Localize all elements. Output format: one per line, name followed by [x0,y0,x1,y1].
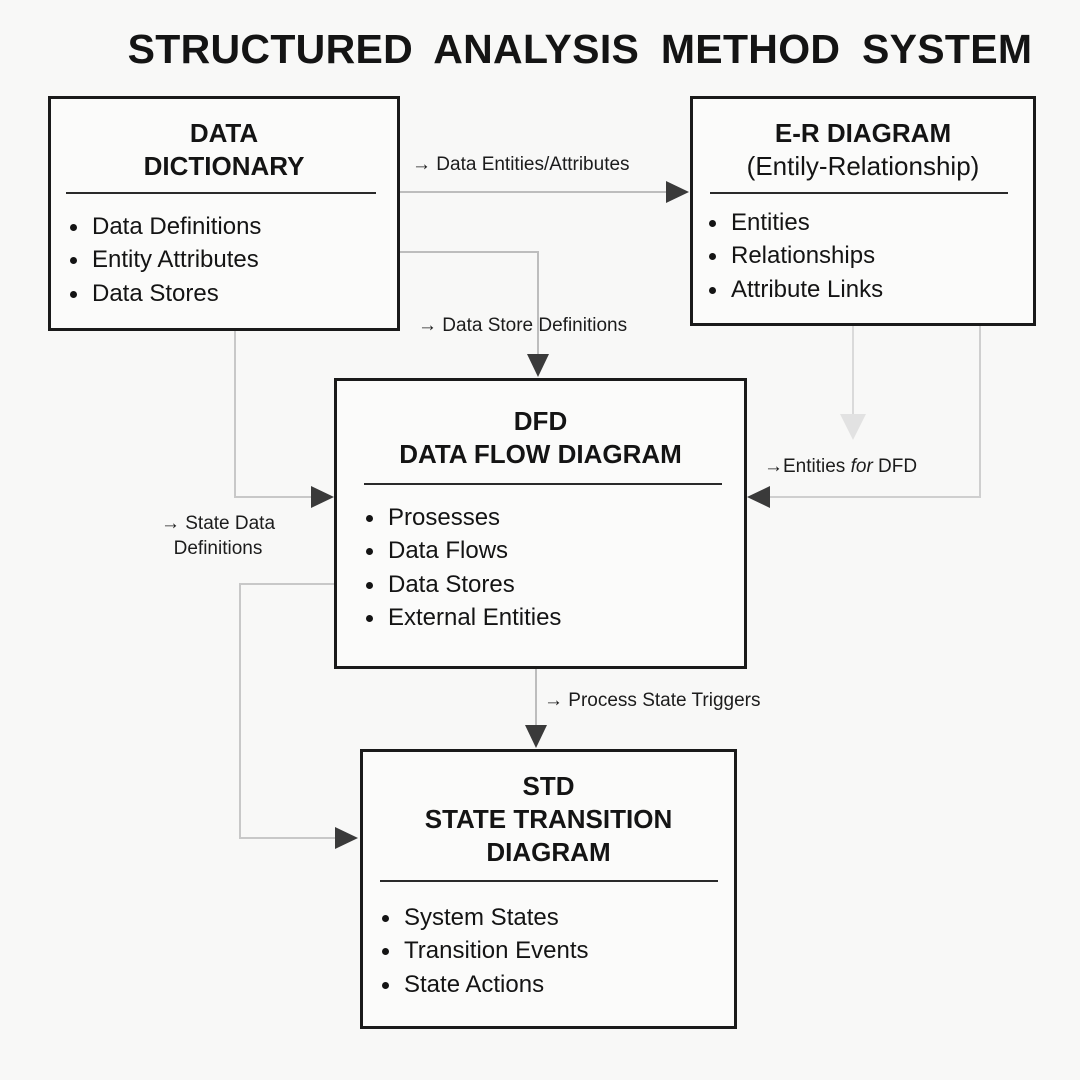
data-dictionary-list: Data Definitions Entity Attributes Data … [66,210,261,310]
edge-label-er-to-dfd: →Entities for DFD [764,454,917,479]
edge-label-dd-to-dfd: → Data Store Definitions [418,315,628,336]
data-dictionary-title: DATA DICTIONARY [51,117,397,183]
data-dictionary-divider [66,192,376,194]
list-item: Entity Attributes [66,243,261,276]
list-item: Transition Events [378,934,589,967]
edge-dd-to-er-arrowhead [666,181,689,203]
edge-label-er-to-dfd-suffix: DFD [872,456,918,477]
std-title: STD STATE TRANSITION DIAGRAM [363,770,734,869]
std-title-line1: STD [522,771,575,801]
dfd-box: DFD DATA FLOW DIAGRAM Prosesses Data Flo… [334,378,747,669]
list-item: Entities [705,206,883,239]
list-item: Prosesses [362,501,561,534]
edge-dd-to-dfd-arrowhead [527,354,549,377]
dfd-list: Prosesses Data Flows Data Stores Externa… [362,501,561,634]
dfd-title-line2: DATA FLOW DIAGRAM [399,439,682,469]
edge-label-state-data-line2: Definitions [173,538,263,559]
list-item: Data Stores [66,277,261,310]
edge-dd-to-dfd-line [400,251,539,356]
diagram-title: STRUCTURED ANALYSIS METHOD SYSTEM [127,26,1033,72]
edge-dfd-to-std-left-arrowhead [335,827,358,849]
er-diagram-divider [710,192,1008,194]
edge-er-down-arrowhead [840,414,866,440]
std-title-line2: STATE TRANSITION [424,804,673,834]
list-item: Attribute Links [705,273,883,306]
std-list: System States Transition Events State Ac… [378,901,589,1001]
dfd-title: DFD DATA FLOW DIAGRAM [337,405,744,471]
edge-dfd-to-std-arrowhead [525,725,547,748]
edge-dd-to-dfd-left-line [234,330,312,498]
er-diagram-title: E-R DIAGRAM (Entily-Relationship) [693,117,1033,183]
edge-label-state-data-line1: → State Data [160,513,276,534]
edge-er-to-dfd-arrowhead [747,486,770,508]
edge-label-er-to-dfd-italic: for [850,456,873,477]
data-dictionary-title-line2: DICTIONARY [143,151,305,181]
dfd-title-line1: DFD [513,406,568,436]
er-diagram-list: Entities Relationships Attribute Links [705,206,883,306]
edge-label-dd-to-er: → Data Entities/Attributes [412,154,630,175]
list-item: External Entities [362,601,561,634]
std-title-line3: DIAGRAM [486,837,611,867]
er-diagram-box: E-R DIAGRAM (Entily-Relationship) Entiti… [690,96,1036,326]
er-diagram-subtitle: (Entily-Relationship) [746,151,980,181]
edge-dfd-to-std-left-line [239,583,336,839]
edge-label-dfd-to-std: → Process State Triggers [544,690,761,711]
edge-label-state-data: → State Data Definitions [138,511,298,561]
edge-er-to-dfd-line [770,326,981,498]
std-box: STD STATE TRANSITION DIAGRAM System Stat… [360,749,737,1029]
data-dictionary-box: DATA DICTIONARY Data Definitions Entity … [48,96,400,331]
dfd-divider [364,483,722,485]
std-divider [380,880,718,882]
data-dictionary-title-line1: DATA [189,118,259,148]
edge-label-er-to-dfd-prefix: →Entities [764,456,851,477]
list-item: Data Flows [362,534,561,567]
list-item: System States [378,901,589,934]
er-diagram-title-line: E-R DIAGRAM [774,118,952,148]
edge-dd-to-dfd-left-arrowhead [311,486,334,508]
list-item: Data Stores [362,568,561,601]
list-item: Data Definitions [66,210,261,243]
list-item: State Actions [378,968,589,1001]
list-item: Relationships [705,239,883,272]
